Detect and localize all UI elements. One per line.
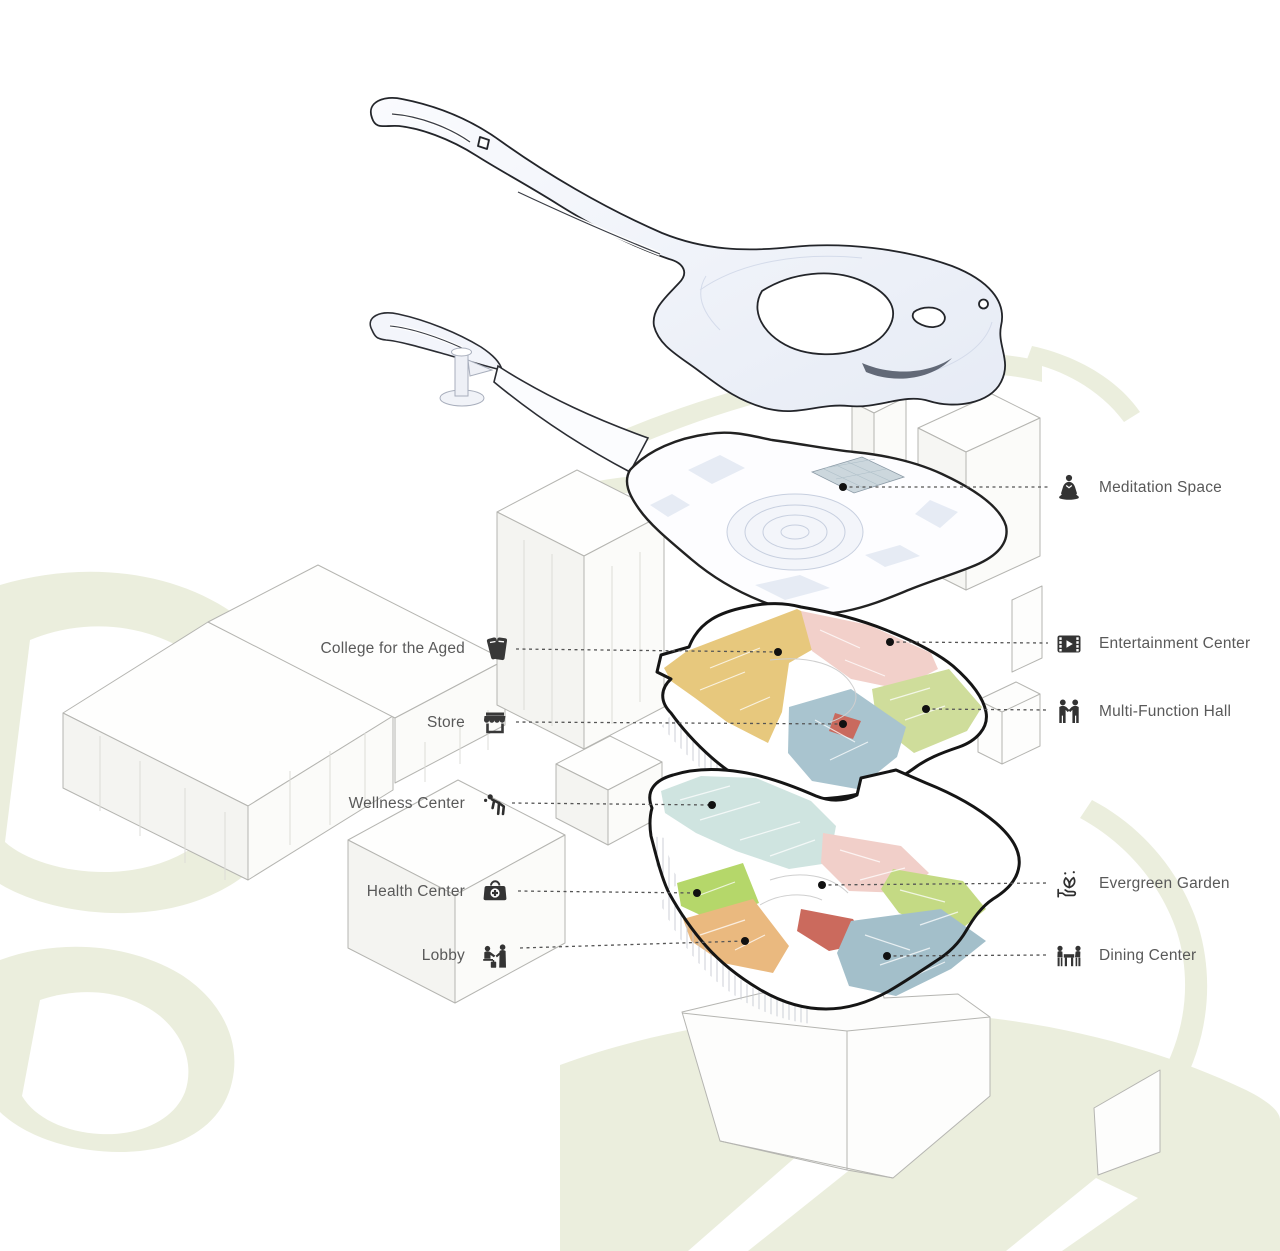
storefront-icon	[478, 706, 512, 740]
layer-upper-floor	[655, 602, 988, 812]
label-wellness-center: Wellness Center	[349, 785, 512, 823]
label-text-meditation: Meditation Space	[1099, 479, 1222, 496]
zone-store	[788, 689, 906, 789]
context-buildings	[62, 385, 1161, 1179]
context-bottom-triangle	[1093, 1069, 1161, 1176]
label-text-health: Health Center	[366, 883, 465, 900]
label-entertainment-center: Entertainment Center	[1052, 625, 1250, 663]
plant-in-hand-icon	[1052, 867, 1086, 901]
ground-floor-fascia-left	[651, 836, 680, 890]
label-text-garden: Evergreen Garden	[1099, 875, 1230, 892]
zone-lobby	[683, 899, 789, 973]
context-left-slab	[62, 621, 394, 881]
label-text-wellness: Wellness Center	[348, 795, 465, 812]
leader-line-entertainment	[889, 641, 1049, 644]
zone-entertainment-upper	[801, 611, 938, 689]
label-text-entertainment: Entertainment Center	[1099, 635, 1251, 652]
leader-dot-multifunction	[922, 705, 930, 713]
ground-floor-partitions	[679, 785, 959, 981]
leader-dot-lobby	[741, 937, 749, 945]
label-multi-function-hall: Multi-Function Hall	[1052, 693, 1231, 731]
label-health-center: Health Center	[367, 873, 512, 911]
layer-canopy-roof	[369, 97, 1006, 412]
zone-dining	[837, 909, 986, 996]
ground-atrium-curve	[759, 874, 849, 906]
upper-floor-partitions	[699, 629, 946, 761]
roof-plate-shadows	[650, 455, 958, 600]
roof-dome	[726, 493, 864, 571]
meditation-person-icon	[1052, 471, 1086, 505]
label-meditation-space: Meditation Space	[1052, 469, 1222, 507]
leader-dots	[693, 483, 930, 960]
leader-dot-college	[774, 648, 782, 656]
reception-people-icon	[478, 939, 512, 973]
context-tall-slab	[496, 469, 665, 750]
label-text-lobby: Lobby	[421, 947, 465, 964]
zone-college	[664, 609, 843, 743]
label-text-store: Store	[426, 714, 465, 731]
label-dining-center: Dining Center	[1052, 937, 1196, 975]
upper-atrium-curve	[769, 658, 857, 723]
leader-line-store	[515, 721, 844, 725]
stretching-person-icon	[478, 787, 512, 821]
film-reel-icon	[1052, 627, 1086, 661]
layer-roof-plate	[369, 312, 1008, 615]
leader-line-multifunction	[925, 708, 1049, 711]
label-college-for-the-aged: College for the Aged	[321, 630, 512, 668]
leader-line-wellness	[511, 802, 713, 806]
label-store: Store	[427, 704, 512, 742]
leader-dot-health	[693, 889, 701, 897]
roof-pedestal	[439, 347, 494, 407]
label-evergreen-garden: Evergreen Garden	[1052, 865, 1230, 903]
leader-dot-garden	[818, 881, 826, 889]
leader-dot-wellness	[708, 801, 716, 809]
leader-dot-meditation	[839, 483, 847, 491]
leader-line-lobby	[519, 940, 746, 949]
roof-hook	[369, 312, 504, 372]
first-aid-kit-icon	[478, 875, 512, 909]
leader-line-garden	[821, 882, 1049, 886]
roof-neck	[493, 364, 650, 474]
leader-dot-dining	[883, 952, 891, 960]
layer-ground-floor	[648, 768, 1021, 1024]
dining-people-icon	[1052, 939, 1086, 973]
context-lower-wing	[347, 779, 566, 1004]
label-text-college: College for the Aged	[320, 640, 465, 657]
leader-dot-entertainment	[886, 638, 894, 646]
leader-dot-store	[839, 720, 847, 728]
zone-wellness	[661, 776, 836, 869]
greeting-people-icon	[1052, 695, 1086, 729]
canopy-smile-slit	[862, 358, 952, 379]
canopy-contours	[699, 255, 993, 373]
label-text-dining: Dining Center	[1099, 947, 1197, 964]
leader-line-dining	[886, 954, 1049, 957]
leader-line-college	[515, 648, 779, 653]
label-lobby: Lobby	[422, 937, 512, 975]
context-mid-slab	[555, 735, 663, 846]
label-text-multifunction: Multi-Function Hall	[1099, 703, 1232, 720]
leader-lines	[511, 486, 1049, 957]
zone-garden-green	[881, 869, 986, 936]
ground-floor-outline	[648, 768, 1021, 1011]
books-icon	[478, 632, 512, 666]
